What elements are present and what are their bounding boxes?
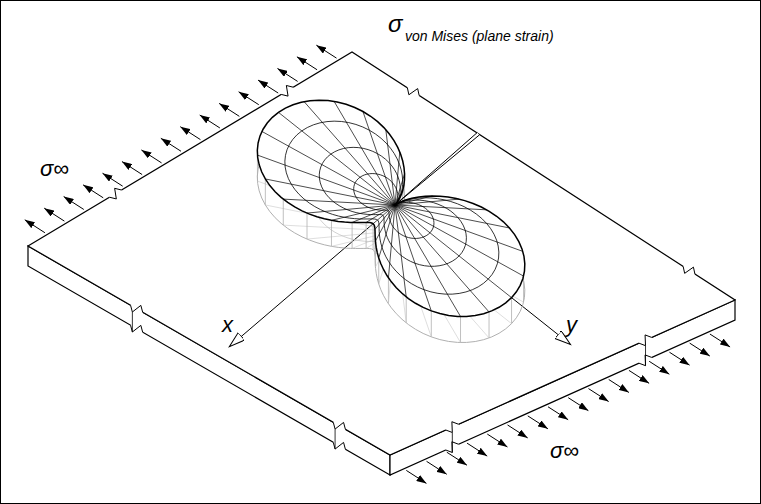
crack-fill xyxy=(395,133,479,205)
load-arrow xyxy=(297,57,317,70)
load-arrow xyxy=(103,173,123,186)
load-arrow xyxy=(316,45,336,58)
load-arrow xyxy=(467,443,487,456)
load-arrow xyxy=(200,115,220,128)
stress-symbol: σ xyxy=(388,12,402,36)
break-mark xyxy=(335,429,336,449)
load-arrow xyxy=(239,92,259,105)
zone-shadow-line xyxy=(460,317,461,343)
load-arrow xyxy=(508,425,528,438)
crack-edge xyxy=(395,133,477,205)
break-mark xyxy=(333,422,345,429)
zone-shadow-line xyxy=(373,224,374,250)
load-arrow xyxy=(122,162,142,175)
break-mark xyxy=(132,312,133,332)
load-arrow xyxy=(710,334,730,347)
load-arrow xyxy=(629,370,649,383)
zone-radial-line xyxy=(307,205,395,213)
x-axis xyxy=(229,205,395,347)
break-mark xyxy=(452,432,453,452)
zone-radial-line xyxy=(395,205,509,228)
plate-top-face xyxy=(28,52,735,455)
zone-shadow-line xyxy=(523,276,524,302)
load-arrow xyxy=(649,361,669,374)
load-arrow xyxy=(83,185,103,198)
stress-subscript: von Mises (plane strain) xyxy=(405,29,554,43)
load-arrow xyxy=(568,398,588,411)
break-gap xyxy=(407,88,419,96)
break-mark xyxy=(639,335,652,346)
break-mark xyxy=(407,88,419,96)
plastic-zone xyxy=(257,100,524,342)
break-mark xyxy=(446,422,459,433)
load-arrow xyxy=(219,103,239,116)
load-arrow xyxy=(25,220,45,233)
zone-radial-line xyxy=(283,199,395,205)
zone-radial-line xyxy=(352,205,395,222)
zone-radial-line xyxy=(334,101,395,205)
zone-shadow-line xyxy=(283,199,284,225)
zone-shadow-line xyxy=(431,311,432,337)
zone-radial-line xyxy=(395,205,406,297)
zone-shadow-line xyxy=(352,222,353,248)
zone-ring xyxy=(285,121,499,294)
break-mark xyxy=(109,188,121,199)
zone-radial-line xyxy=(257,155,395,205)
load-arrow xyxy=(548,407,568,420)
load-arrow xyxy=(528,416,548,429)
zone-shadow-line xyxy=(489,312,490,338)
load-arrow xyxy=(180,127,200,140)
load-arrow xyxy=(669,352,689,365)
load-arrow xyxy=(141,150,161,163)
load-arrow xyxy=(406,470,426,483)
break-gap xyxy=(683,266,695,274)
load-arrow xyxy=(427,461,447,474)
zone-radial-line xyxy=(262,131,395,205)
zone-radial-line xyxy=(375,205,395,229)
zone-radial-line xyxy=(278,112,395,205)
zone-radial-line xyxy=(388,205,395,278)
zone-fill xyxy=(257,100,524,316)
zone-ring xyxy=(319,147,466,266)
break-gap xyxy=(333,422,345,429)
axis-label: y xyxy=(566,314,577,336)
zone-radial-line xyxy=(395,205,512,298)
load-arrow xyxy=(258,80,278,93)
zone-radial-line xyxy=(395,205,487,210)
zone-radial-line xyxy=(395,205,461,317)
zone-shadow-line xyxy=(366,222,367,248)
break-mark xyxy=(131,305,143,312)
zone-shadow-line xyxy=(265,179,266,205)
load-arrow xyxy=(44,208,64,221)
load-arrow xyxy=(161,138,181,151)
load-arrow xyxy=(64,197,84,210)
load-arrow xyxy=(609,379,629,392)
load-label: σ∞ xyxy=(40,158,69,180)
break-mark xyxy=(683,266,695,274)
break-mark xyxy=(281,85,293,96)
zone-shadow-line xyxy=(331,220,332,246)
zone-radial-line xyxy=(395,205,523,251)
load-arrow xyxy=(588,389,608,402)
zone-outline xyxy=(257,100,524,316)
load-arrow xyxy=(277,68,297,81)
break-gap xyxy=(131,305,143,312)
zone-shadow-line xyxy=(307,213,308,239)
zone-radial-line xyxy=(373,205,395,224)
zone-shadow-line xyxy=(378,258,379,284)
zone-radial-line xyxy=(395,152,400,205)
load-arrow xyxy=(487,434,507,447)
break-mark xyxy=(645,346,646,366)
axis-label: x xyxy=(222,314,233,336)
load-arrow xyxy=(690,343,710,356)
zone-shadow-line xyxy=(511,298,512,324)
load-label: σ∞ xyxy=(550,440,579,462)
load-arrow xyxy=(447,452,467,465)
zone-radial-line xyxy=(395,205,524,276)
